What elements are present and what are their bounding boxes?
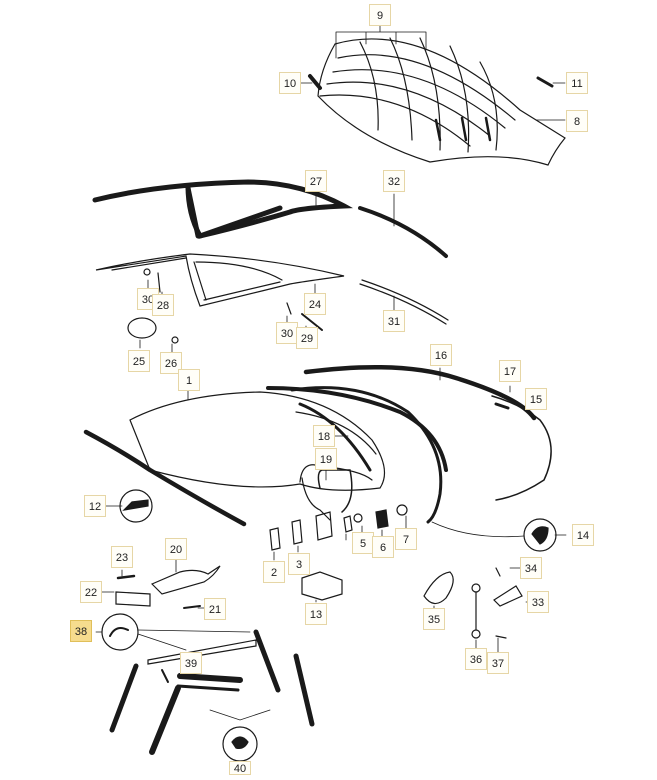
callout-1: 1 bbox=[178, 369, 200, 391]
windshield-seal bbox=[92, 179, 448, 258]
small-fasteners-top bbox=[127, 268, 323, 344]
callout-22: 22 bbox=[80, 581, 102, 603]
latch-hardware bbox=[115, 504, 408, 609]
callout-16: 16 bbox=[430, 344, 452, 366]
callout-28: 28 bbox=[152, 294, 174, 316]
leader-lines bbox=[299, 23, 566, 121]
callout-17: 17 bbox=[499, 360, 521, 382]
callout-40: 40 bbox=[229, 761, 251, 775]
hardtop-seals bbox=[83, 364, 552, 527]
callout-35: 35 bbox=[423, 608, 445, 630]
callout-36: 36 bbox=[465, 648, 487, 670]
callout-13: 13 bbox=[305, 603, 327, 625]
convertible-top-frame bbox=[308, 37, 566, 166]
seal-profile-12 bbox=[119, 489, 153, 523]
callout-6: 6 bbox=[372, 536, 394, 558]
callout-8: 8 bbox=[566, 110, 588, 132]
callout-32: 32 bbox=[383, 170, 405, 192]
callout-21: 21 bbox=[204, 598, 226, 620]
seal-profile-14 bbox=[523, 518, 557, 552]
callout-9: 9 bbox=[369, 4, 391, 26]
callout-39: 39 bbox=[180, 652, 202, 674]
callout-33: 33 bbox=[527, 591, 549, 613]
callout-14: 14 bbox=[572, 524, 594, 546]
callout-23: 23 bbox=[111, 546, 133, 568]
callout-2: 2 bbox=[263, 561, 285, 583]
callout-27: 27 bbox=[305, 170, 327, 192]
callout-31: 31 bbox=[383, 310, 405, 332]
callout-19: 19 bbox=[315, 448, 337, 470]
callout-34: 34 bbox=[520, 557, 542, 579]
seal-kit bbox=[95, 613, 315, 762]
callout-15: 15 bbox=[525, 388, 547, 410]
callout-37: 37 bbox=[487, 652, 509, 674]
hardtop bbox=[129, 391, 386, 521]
side-fasteners bbox=[423, 567, 523, 639]
callout-5: 5 bbox=[352, 532, 374, 554]
callout-29: 29 bbox=[296, 327, 318, 349]
callout-26: 26 bbox=[160, 352, 182, 374]
callout-11: 11 bbox=[566, 72, 588, 94]
windshield-frame bbox=[95, 253, 449, 325]
callout-24: 24 bbox=[304, 293, 326, 315]
callout-30-b: 30 bbox=[276, 322, 298, 344]
callout-20: 20 bbox=[165, 538, 187, 560]
callout-7: 7 bbox=[395, 528, 417, 550]
callout-12: 12 bbox=[84, 495, 106, 517]
leader-lines-4 bbox=[101, 515, 407, 609]
callout-38-highlighted: 38 bbox=[70, 620, 92, 642]
callout-18: 18 bbox=[313, 425, 335, 447]
callout-10: 10 bbox=[279, 72, 301, 94]
leader-lines-5 bbox=[433, 567, 531, 661]
callout-3: 3 bbox=[288, 553, 310, 575]
callout-25: 25 bbox=[128, 350, 150, 372]
